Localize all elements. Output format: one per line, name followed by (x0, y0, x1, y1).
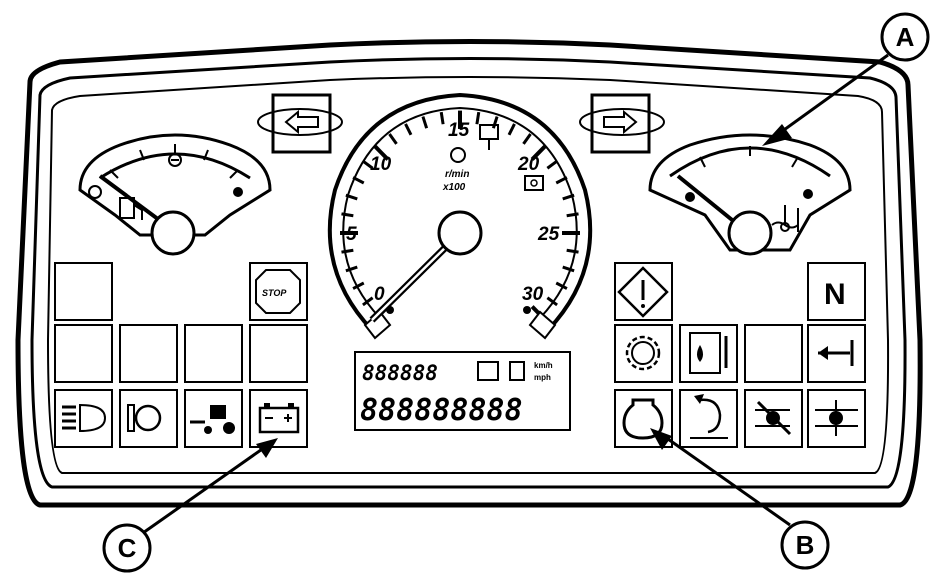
lcd-top-digits: 888888 (362, 361, 438, 385)
callout-b: B (650, 428, 830, 570)
tachometer-ticks (340, 110, 580, 321)
temperature-gauge (648, 133, 852, 256)
fuel-low-mark (88, 185, 102, 199)
tach-tick (362, 296, 374, 307)
lcd-unit-top: km/h (534, 361, 553, 370)
tach-tick (475, 111, 481, 125)
callout-b-label: B (796, 530, 815, 560)
tach-tick (546, 159, 558, 170)
temp-low-mark (685, 192, 695, 202)
tach-label-0: 0 (374, 284, 385, 305)
tach-tick (522, 133, 532, 145)
fuel-hub (150, 210, 196, 256)
engine-oil-pressure-icon (614, 389, 673, 448)
tach-label-5: 5 (346, 224, 357, 245)
tach-tick (566, 212, 579, 218)
fuel-high-mark (233, 187, 243, 197)
differential-lock-off-icon (744, 389, 803, 448)
battery-icon (249, 389, 308, 448)
coolant-temp-icon (771, 205, 799, 232)
temp-hub (727, 210, 773, 256)
tach-tick (345, 193, 358, 201)
tach-unit-x100: x100 (442, 182, 466, 193)
panel-face (46, 76, 890, 474)
pto-icon-15 (479, 124, 499, 150)
tach-tick (404, 123, 413, 136)
indicator-left-top-blank (54, 262, 113, 321)
headlight-high-beam-icon (54, 389, 113, 448)
tach-tick (341, 212, 354, 218)
tach-unit-rmin: r/min (445, 169, 469, 180)
right-turn-signal (579, 93, 665, 154)
indicator-right-row2-3 (744, 324, 803, 383)
tach-tick (373, 145, 390, 161)
tach-tick (352, 176, 365, 185)
tach-tick (507, 123, 516, 136)
tach-label-15: 15 (448, 120, 470, 141)
differential-lock-icon (807, 389, 866, 448)
left-turn-signal (257, 93, 343, 154)
indicator-left-row2-1 (54, 324, 113, 383)
tach-tick (421, 116, 429, 129)
warning-diamond-icon (614, 262, 673, 321)
indicator-left-row2-3 (184, 324, 243, 383)
tach-tick (546, 296, 558, 307)
engine-speed-icon (450, 147, 466, 163)
tach-tick (362, 159, 374, 170)
tractor-trailer-icon (184, 389, 243, 448)
tach-tick (341, 248, 354, 254)
tachometer: 0 5 10 15 20 25 30 r/min x100 (327, 92, 593, 340)
tach-hub (437, 210, 483, 256)
neutral-text: N (824, 278, 846, 311)
tach-label-25: 25 (537, 224, 560, 245)
tach-tick (388, 133, 398, 145)
indicator-left-row2-2 (119, 324, 178, 383)
tach-label-20: 20 (517, 154, 540, 175)
callout-c: C (102, 438, 278, 573)
tach-tick (562, 193, 575, 201)
tach-lower-right-block (528, 310, 557, 340)
transmission-icon (119, 389, 178, 448)
air-filter-icon (614, 324, 673, 383)
lcd-unit-bottom: mph (534, 373, 551, 382)
hydraulic-temp-icon (807, 324, 866, 383)
tach-tick (562, 265, 575, 273)
fuel-gauge (78, 133, 272, 256)
pto-engaged-icon (679, 389, 738, 448)
tach-tick (566, 248, 579, 254)
stop-text: STOP (262, 288, 287, 298)
indicator-left-row2-4 (249, 324, 308, 383)
pto-icon-20 (524, 175, 544, 191)
callout-a-label: A (896, 22, 915, 52)
hydraulic-oil-icon (679, 324, 738, 383)
temp-needle (676, 174, 744, 230)
neutral-indicator: N (807, 262, 866, 321)
tach-tick (352, 281, 365, 290)
panel-outer-housing (15, 39, 923, 508)
tach-label-10: 10 (370, 154, 392, 175)
callout-c-label: C (118, 533, 137, 563)
tach-tick (555, 176, 568, 185)
stop-indicator: STOP (249, 262, 308, 321)
tach-tick (345, 265, 358, 273)
tach-tick (439, 111, 445, 125)
panel-inner-bezel (30, 57, 907, 489)
lcd-display: 888888 km/h mph 888888888 (354, 351, 571, 431)
tach-tick (555, 281, 568, 290)
temp-high-mark (803, 189, 813, 199)
lcd-bottom-digits: 888888888 (360, 393, 523, 428)
tach-tick (491, 116, 499, 129)
callout-a: A (762, 12, 930, 146)
tach-label-30: 30 (522, 284, 544, 305)
tach-tick (530, 145, 547, 161)
